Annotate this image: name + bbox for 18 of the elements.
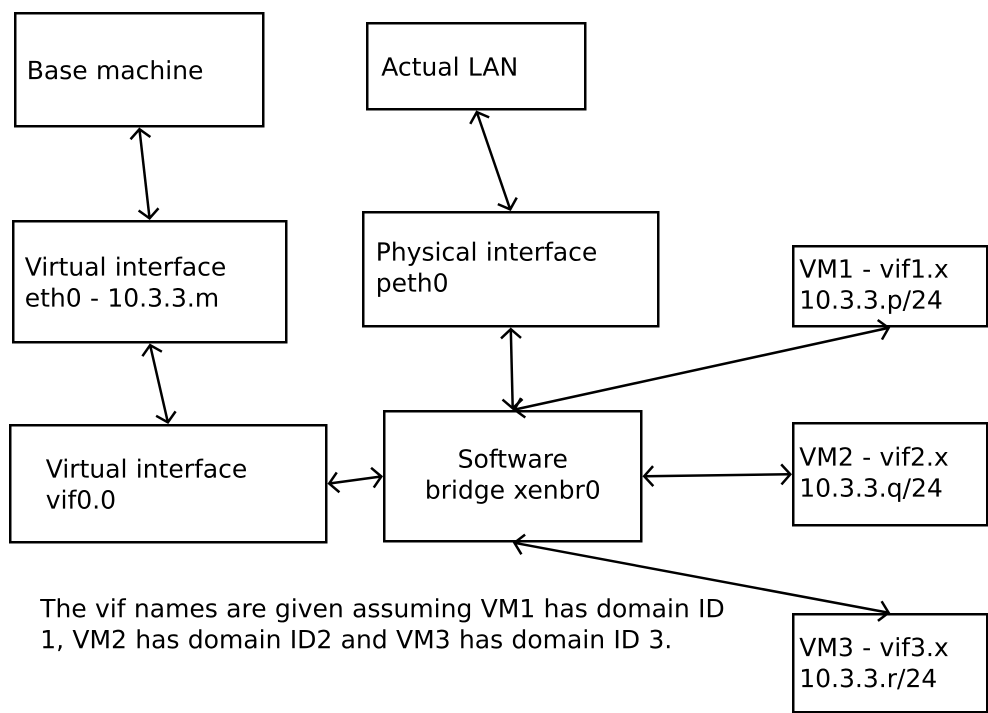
arrow [328, 466, 383, 494]
arrow [469, 110, 518, 211]
arrow [642, 464, 792, 487]
interface-box: VM3 - vif3.x 10.3.3.r/24 [792, 613, 988, 713]
interface-box: Virtual interface vif0.0 [9, 424, 328, 544]
arrow [141, 344, 177, 424]
interface-box: Base machine [14, 12, 264, 128]
arrow [130, 128, 160, 220]
arrow [512, 534, 890, 622]
interface-box: Physical interface peth0 [362, 211, 660, 328]
interface-box: Virtual interface eth0 - 10.3.3.m [12, 220, 288, 344]
arrow [500, 328, 524, 410]
interface-box: VM2 - vif2.x 10.3.3.q/24 [792, 422, 988, 526]
interface-box: Actual LAN [366, 22, 586, 110]
note-text: The vif names are given assuming VM1 has domain ID 1, VM2 has domain ID2 and VM3 has domain ID 3. [40, 598, 724, 652]
arrow [512, 319, 890, 419]
interface-box: VM1 - vif1.x 10.3.3.p/24 [792, 245, 988, 328]
interface-box: Software bridge xenbr0 [383, 410, 642, 542]
